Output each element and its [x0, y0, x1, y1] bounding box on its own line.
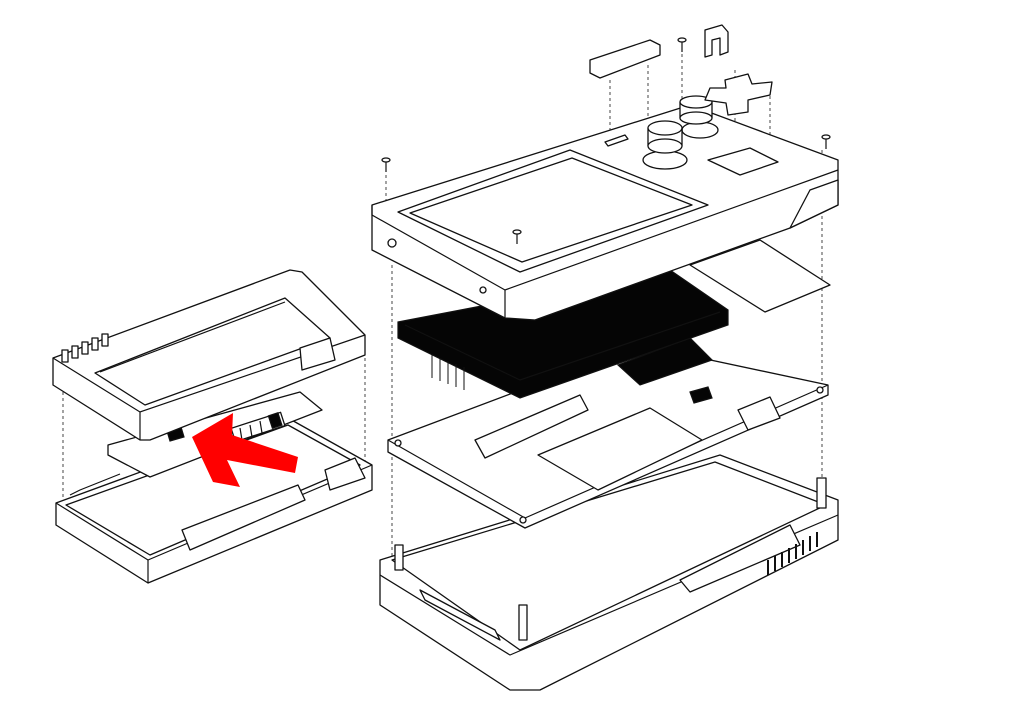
- battery-pack: [537, 407, 703, 491]
- shoulder-button: [589, 39, 661, 79]
- button-b: [679, 95, 713, 125]
- side-sheet: [689, 239, 831, 313]
- standoff: [518, 604, 528, 641]
- top-shell: [371, 104, 839, 321]
- connector: [474, 394, 589, 459]
- red-insert-arrow: [192, 413, 298, 487]
- start-select-button: [704, 24, 729, 58]
- small-top-shell: [52, 269, 366, 441]
- small-assembly: [52, 269, 373, 584]
- screws: [381, 37, 831, 244]
- vent-grille: [767, 532, 818, 575]
- main-assembly: [371, 24, 839, 691]
- usb-port: [737, 396, 781, 431]
- buttons: [589, 24, 773, 154]
- display-pins: [431, 355, 465, 390]
- bottom-case: [379, 454, 839, 691]
- standoff: [816, 477, 827, 509]
- standoff: [394, 544, 404, 571]
- button-a: [647, 120, 683, 154]
- dpad: [704, 73, 773, 116]
- main-pcb: [387, 337, 829, 529]
- vent-slots: [61, 333, 109, 363]
- small-chip: [689, 386, 713, 404]
